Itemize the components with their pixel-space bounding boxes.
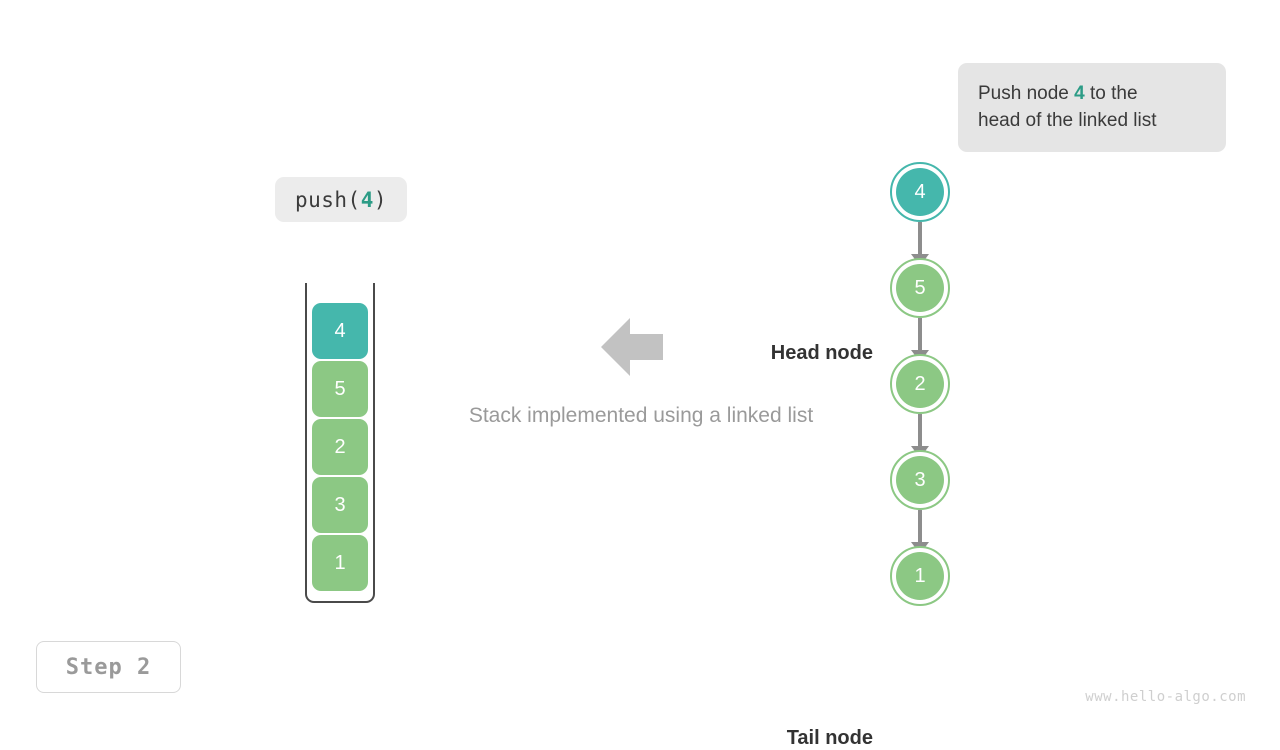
link-line xyxy=(918,318,922,354)
operation-label-prefix: push( xyxy=(294,187,361,212)
callout-node-value: 4 xyxy=(1074,83,1085,104)
diagram-caption: Stack implemented using a linked list xyxy=(468,404,814,427)
stack-item: 4 xyxy=(312,303,368,359)
link-line xyxy=(918,510,922,546)
link-line xyxy=(918,222,922,258)
node-value: 5 xyxy=(896,264,944,312)
node-value: 1 xyxy=(896,552,944,600)
linked-list-visual: Head node Tail node 4 5 2 3 1 xyxy=(760,160,980,749)
callout-line1-suffix: to the xyxy=(1084,83,1138,104)
linked-list-node: 1 xyxy=(890,546,950,606)
stack-visual: 4 5 2 3 1 xyxy=(305,283,375,603)
left-arrow-icon xyxy=(601,318,663,376)
operation-label-value: 4 xyxy=(360,187,374,212)
diagram-canvas: Push node 4 to the head of the linked li… xyxy=(36,63,1246,749)
linked-list-node: 4 xyxy=(890,162,950,222)
watermark: www.hello-algo.com xyxy=(1085,689,1246,705)
linked-list-node: 3 xyxy=(890,450,950,510)
stack-item-list: 4 5 2 3 1 xyxy=(312,303,368,591)
node-value: 2 xyxy=(896,360,944,408)
operation-label: push(4) xyxy=(275,177,407,222)
node-value: 3 xyxy=(896,456,944,504)
stack-item: 5 xyxy=(312,361,368,417)
link-line xyxy=(918,414,922,450)
step-badge: Step 2 xyxy=(36,641,181,693)
callout-line2: head of the linked list xyxy=(978,110,1157,131)
stack-item: 2 xyxy=(312,419,368,475)
callout-line1-prefix: Push node xyxy=(978,83,1075,104)
linked-list-node: 5 xyxy=(890,258,950,318)
tail-node-label: Tail node xyxy=(786,727,873,749)
stack-container-outline xyxy=(305,283,375,603)
operation-label-suffix: ) xyxy=(373,187,388,212)
node-value: 4 xyxy=(896,168,944,216)
stack-item: 3 xyxy=(312,477,368,533)
head-node-label: Head node xyxy=(770,342,873,364)
linked-list-node: 2 xyxy=(890,354,950,414)
callout-box: Push node 4 to the head of the linked li… xyxy=(958,63,1226,152)
stack-item: 1 xyxy=(312,535,368,591)
